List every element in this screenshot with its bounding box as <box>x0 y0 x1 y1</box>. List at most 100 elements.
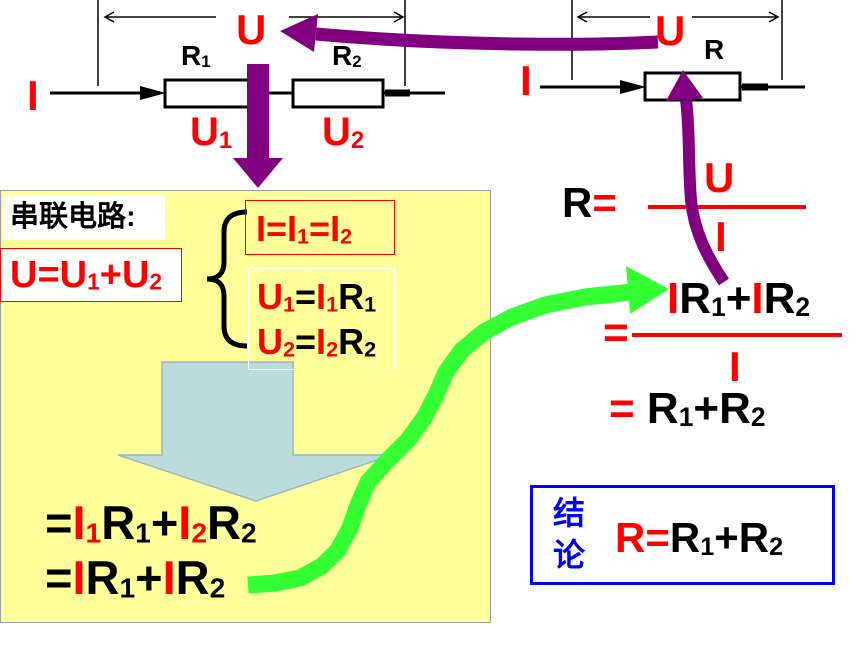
seg-i: I <box>316 321 327 362</box>
seg-r: R <box>646 384 679 433</box>
u2-label: U2 <box>322 112 364 153</box>
seg-equals: = <box>609 384 647 433</box>
ohm-law-lhs: R= <box>562 182 617 224</box>
subscript: 1 <box>87 268 100 295</box>
subscript: 2 <box>795 292 811 323</box>
block-arrow-down <box>117 361 393 502</box>
subscript: 1 <box>283 291 296 317</box>
seg-r: R <box>175 551 210 604</box>
r1-label: R1 <box>181 42 211 71</box>
seg-i: I <box>162 551 176 604</box>
current-arrowhead <box>620 80 646 94</box>
seg-i: I <box>178 496 192 549</box>
seg-r: R <box>338 276 365 317</box>
subscript: 2 <box>769 533 784 562</box>
seg-i: I <box>667 274 680 323</box>
conclusion-label-line-2: 论 <box>553 537 586 573</box>
purple-down-arrow-head <box>233 158 283 188</box>
seg-plus-r: +R <box>693 384 751 433</box>
equivalent-current-label: I <box>520 57 532 104</box>
voltage-sum-box: U=U1+U2 <box>0 248 182 302</box>
seg-equals: = <box>45 496 73 549</box>
seg-i: I <box>316 276 327 317</box>
panel-step-2-equation: =IR1+IR2 <box>45 554 225 602</box>
current-equal-equation: I=I1=I2 <box>256 211 352 247</box>
seg-equals: = <box>295 321 317 362</box>
r1-label-base: R <box>181 40 202 71</box>
purple-down-arrow <box>233 64 283 188</box>
subscript: 2 <box>283 336 296 362</box>
u2-equation: U2=I2R2 <box>257 324 376 360</box>
equivalent-total-voltage-label: U <box>655 7 686 54</box>
green-arrow <box>247 266 669 594</box>
u1-label-base: U <box>190 110 219 154</box>
purple-down-arrow-shaft <box>247 64 269 160</box>
u1-label-subscript: 1 <box>218 126 233 154</box>
seg-i: I <box>751 274 764 323</box>
u2-label-base: U <box>322 110 351 154</box>
seg: U=U <box>10 254 88 296</box>
purple-left-arrow-head <box>280 14 318 52</box>
ohm-law-numerator: U <box>704 154 735 201</box>
seg-i: I <box>72 496 86 549</box>
purple-left-arrow-shaft <box>315 27 659 51</box>
derivation-equals: = <box>603 308 629 357</box>
series-current-label: I <box>27 72 39 119</box>
dimension-arrowhead-right <box>393 11 405 23</box>
derivation-result: = R1+R2 <box>609 387 766 431</box>
r1-label-subscript: 1 <box>201 52 211 72</box>
green-arrow-shaft <box>247 283 633 594</box>
resistor-r2 <box>291 78 385 109</box>
ohm-law-equals: = <box>592 179 617 226</box>
conclusion-box: 结 论 R=R1+R2 <box>530 485 835 585</box>
conclusion-formula: R=R1+R2 <box>615 517 783 560</box>
seg: I=I <box>256 208 298 249</box>
subscript: 1 <box>135 516 151 549</box>
partial-voltage-box: U1=I1R1 U2=I2R2 <box>248 268 395 370</box>
dimension-arrowhead-left <box>103 11 115 23</box>
subscript: 1 <box>364 291 377 317</box>
voltage-sum-equation: U=U1+U2 <box>10 256 162 294</box>
subscript: 2 <box>340 223 353 249</box>
equivalent-resistor-label: R <box>704 34 725 65</box>
r2-label-base: R <box>332 40 353 71</box>
subscript: 1 <box>85 516 102 549</box>
subscript: 2 <box>364 336 377 362</box>
panel-title: 串联电路: <box>10 201 136 233</box>
seg-r: R <box>101 496 136 549</box>
u1-label: U1 <box>190 112 232 153</box>
subscript: 2 <box>209 571 226 604</box>
subscript: 2 <box>191 516 208 549</box>
seg-i: I <box>72 551 86 604</box>
series-voltage-dimension <box>97 0 406 86</box>
seg-r-equals: R= <box>615 514 670 561</box>
conclusion-label-line-1: 结 <box>553 495 586 531</box>
resistor-r1 <box>163 78 257 109</box>
seg-equals: = <box>45 551 73 604</box>
ohm-law-r: R <box>562 179 593 226</box>
purple-up-arrow-head <box>666 70 703 101</box>
u1-equation: U1=I1R1 <box>257 279 376 315</box>
current-equal-box: I=I1=I2 <box>245 200 395 255</box>
seg-plus: + <box>135 551 163 604</box>
brace <box>206 209 248 349</box>
series-circuit <box>50 78 445 109</box>
subscript: 2 <box>149 268 163 295</box>
seg-plus-r: +R <box>714 514 770 561</box>
seg-r: R <box>679 274 712 323</box>
subscript: 2 <box>241 516 257 549</box>
purple-up-arrow-shaft <box>680 99 729 286</box>
dimension-arrowhead-left <box>576 11 588 23</box>
seg-r: R <box>763 274 796 323</box>
seg-r: R <box>338 321 365 362</box>
seg-u: U <box>257 321 283 362</box>
current-arrowhead <box>140 86 166 100</box>
purple-up-arrow <box>666 70 729 286</box>
subscript: 1 <box>297 223 310 249</box>
derivation-numerator: IR1+IR2 <box>667 277 810 321</box>
derivation-denominator: I <box>729 343 741 390</box>
series-total-voltage-label: U <box>236 6 267 53</box>
dimension-arrowhead-right <box>768 11 780 23</box>
green-arrow-head <box>626 266 669 314</box>
